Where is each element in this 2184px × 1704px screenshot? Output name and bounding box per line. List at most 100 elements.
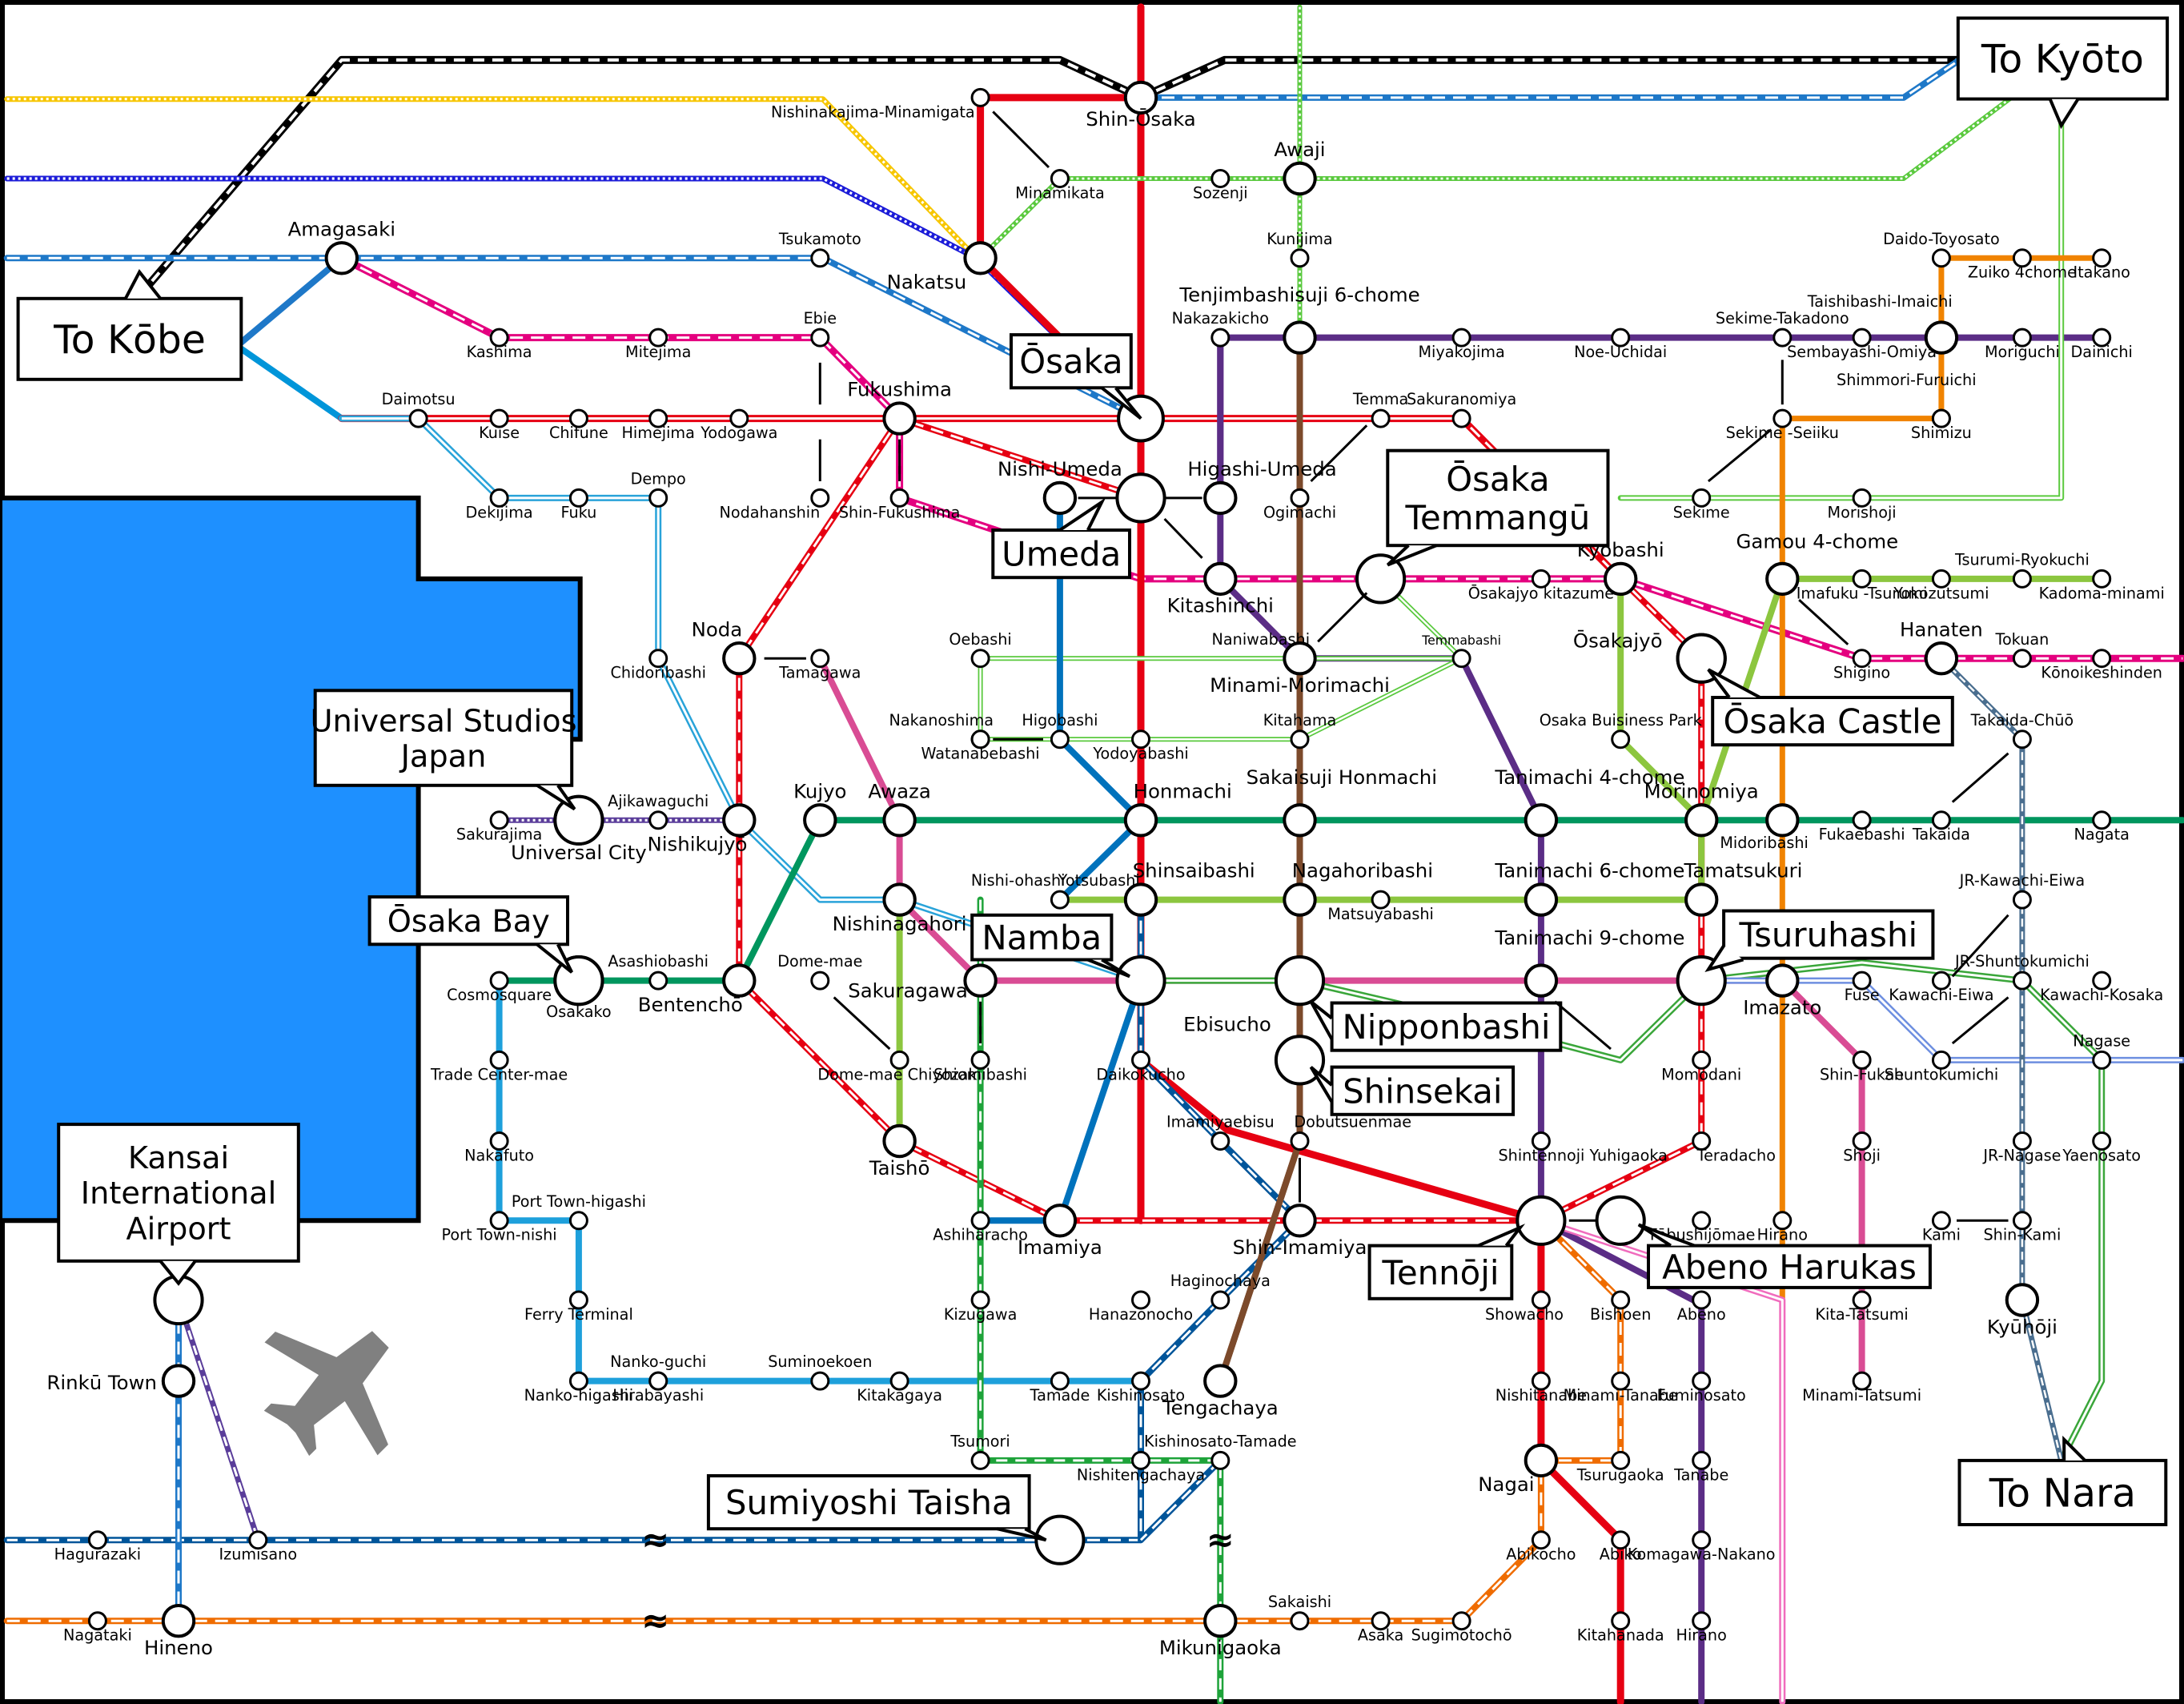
station-minami-morimachi-marker xyxy=(1283,641,1317,676)
callout-nipponbashi-pointer xyxy=(1309,1000,1334,1040)
callout-umeda-text: Umeda xyxy=(1002,535,1121,574)
station-nishikujy-marker xyxy=(722,803,757,838)
station-nagataki-marker xyxy=(87,1611,107,1631)
station-minami-tanabe-label: Minami-Tanabe xyxy=(1564,1386,1678,1405)
station-daimotsu-marker xyxy=(408,408,428,428)
station-jr-kawachi-eiwa-marker xyxy=(2012,890,2032,910)
station-sugimotoch-marker xyxy=(1451,1611,1471,1631)
station-nakanoshima-label: Nakanoshima xyxy=(889,711,994,729)
station-trade-center-mae-label: Trade Center-mae xyxy=(430,1065,568,1083)
station-chifune-label: Chifune xyxy=(549,424,608,442)
station-asashiobashi-label: Asashiobashi xyxy=(608,952,709,971)
callout-nara: To Nara xyxy=(1957,1435,2168,1527)
station-hanazonocho-marker xyxy=(1131,1290,1150,1310)
transfer-arrow-7 xyxy=(1163,517,1203,559)
station-minami-tatsumi-marker xyxy=(1852,1371,1872,1391)
station-dome-mae-label: Dome-mae xyxy=(777,952,862,971)
station-himejima-label: Himejima xyxy=(622,424,695,442)
station-sakurajima-marker xyxy=(489,810,509,830)
line-yellow-dotted xyxy=(4,96,979,261)
station-rink-town-marker xyxy=(161,1364,196,1398)
line-kobe-amagasaki-2 xyxy=(234,343,345,422)
transfer-arrow-8 xyxy=(1310,424,1368,483)
station-taishibashi-imaichi-marker xyxy=(1924,320,1959,355)
station-fuminosato-marker xyxy=(1692,1371,1712,1391)
callout-kobe-box xyxy=(16,296,243,381)
station-yodogawa-marker xyxy=(729,408,749,428)
callout-tsuruhashi-box xyxy=(1722,909,1935,960)
station-minami-tanabe-marker xyxy=(1611,1371,1631,1391)
line-blue-dotted-dots xyxy=(6,177,1142,420)
station-ebie-marker xyxy=(810,328,830,348)
station-tsurugaoka-marker xyxy=(1611,1450,1631,1470)
station-nagahoribashi-label: Nagahoribashi xyxy=(1292,859,1433,882)
hub-temmangu-marker xyxy=(1355,553,1407,605)
station-kizugawa-marker xyxy=(970,1290,990,1310)
station-nanko-guchi-label: Nanko-guchi xyxy=(610,1352,706,1371)
station-universal-city-label: Universal City xyxy=(511,841,647,864)
line-tanimachi-north xyxy=(1217,334,2106,501)
station-imamiyaebisu-label: Imamiyaebisu xyxy=(1166,1113,1275,1131)
callout-sumiyoshi-pointer xyxy=(997,1527,1047,1542)
station-dome-mae-chiyozaki-label: Dome-mae Chiyozaki xyxy=(817,1065,982,1083)
station-nagai-label: Nagai xyxy=(1478,1473,1534,1496)
station-kunijima-label: Kunijima xyxy=(1267,230,1332,248)
callout-kobe: To Kōbe xyxy=(16,269,243,381)
station-shimmori-furuichi-label: Shimmori-Furuichi xyxy=(1837,371,1977,389)
station-dobutsuenmae-label: Dobutsuenmae xyxy=(1294,1113,1411,1131)
station-bentench-marker xyxy=(722,963,757,998)
line-jr-loop xyxy=(736,415,1705,1224)
station-fukaebashi-label: Fukaebashi xyxy=(1819,826,1905,844)
station-tokuan-label: Tokuan xyxy=(1994,630,2049,649)
station-minamikata-marker xyxy=(1050,169,1070,188)
callout-kobe-text: To Kōbe xyxy=(53,317,206,363)
station-oebashi-label: Oebashi xyxy=(949,630,1011,649)
station-tenjimbashisuji-6-chome-label: Tenjimbashisuji 6-chome xyxy=(1178,283,1419,306)
station-nagase-marker xyxy=(2092,1050,2112,1070)
station-dome-mae-marker xyxy=(810,971,830,991)
callout-osaka-line-0: Ōsaka xyxy=(1019,342,1122,381)
callout-castle-line-0: Ōsaka Castle xyxy=(1724,702,1942,741)
station-miyakojima-marker xyxy=(1451,328,1471,348)
station-shin-saka-marker xyxy=(1123,80,1158,115)
station-shinsaibashi-marker xyxy=(1123,882,1158,917)
callout-kyoto-line-0: To Kyōto xyxy=(1981,37,2144,82)
line-imazatosuji-north-stroke xyxy=(1779,255,2105,422)
callout-tennoji-pointer xyxy=(1477,1224,1526,1248)
station-morinomiya-label: Morinomiya xyxy=(1644,779,1759,802)
station-sakurajima-label: Sakurajima xyxy=(456,826,542,844)
approx-mark-1: ≈ xyxy=(641,1520,669,1559)
station-temmabashi-marker xyxy=(1451,649,1471,669)
station-tengachaya-marker xyxy=(1203,1364,1238,1398)
station-bentench-label: Bentenchō xyxy=(638,993,743,1016)
station-daido-toyosato-marker xyxy=(1931,248,1951,268)
station-showacho-marker xyxy=(1531,1290,1551,1310)
station-nodahanshin-marker xyxy=(810,488,830,508)
station-tamatsukuri-marker xyxy=(1684,882,1719,917)
line-new-tram xyxy=(496,977,1144,1384)
station-shin-imamiya-marker xyxy=(1283,1204,1317,1238)
callout-nara-line-0: To Nara xyxy=(1989,1471,2136,1517)
station-kishinosato-label: Kishinosato xyxy=(1097,1386,1185,1405)
callout-kansai-line-0: Kansai xyxy=(128,1140,229,1176)
station-shintennoji-yuhigaoka-marker xyxy=(1531,1131,1551,1151)
station-takaida-ch-marker xyxy=(2012,729,2032,750)
station-shin-fukushima-marker xyxy=(889,488,909,508)
station-hirabayashi-label: Hirabayashi xyxy=(612,1386,704,1405)
station-nishinagahori-label: Nishinagahori xyxy=(833,912,967,935)
station-morishoji-marker xyxy=(1852,488,1872,508)
station-dempo-marker xyxy=(648,488,668,508)
station-shin-fukae-label: Shin-Fukae xyxy=(1820,1065,1904,1083)
station-fuku-label: Fuku xyxy=(560,503,596,521)
station-dekijima-label: Dekijima xyxy=(466,503,533,521)
station-nakatsu-marker xyxy=(963,241,998,275)
callout-nipponbashi: Nipponbashi xyxy=(1309,1000,1563,1052)
station-tanimachi-4-chome-label: Tanimachi 4-chome xyxy=(1494,766,1684,789)
station-dempo-label: Dempo xyxy=(631,470,686,488)
transfer-arrow-0 xyxy=(992,111,1050,169)
station-kitahanada-label: Kitahanada xyxy=(1577,1626,1664,1645)
station-nagai-marker xyxy=(1524,1443,1559,1478)
